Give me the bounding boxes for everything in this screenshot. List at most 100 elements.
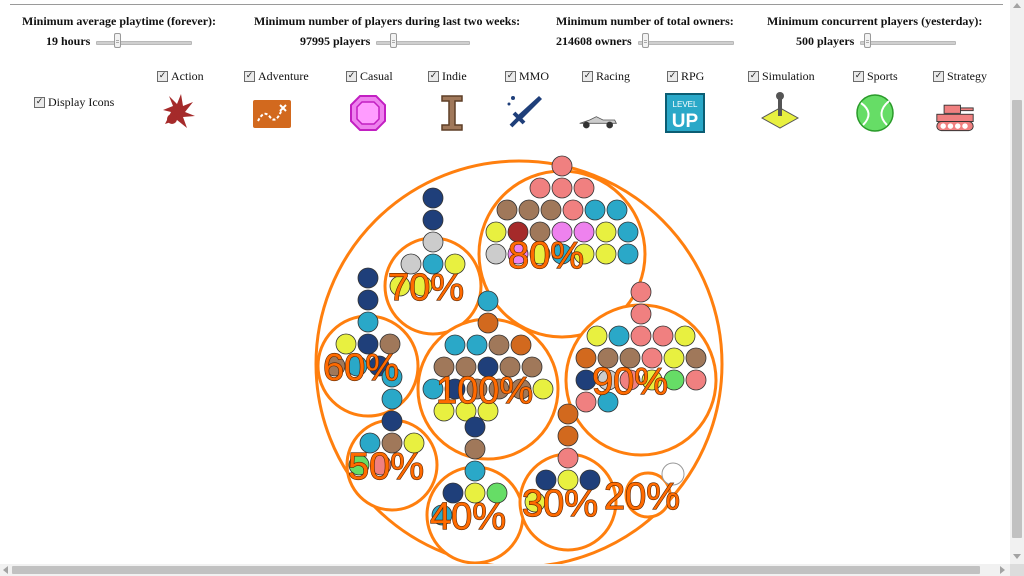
game-bubble[interactable]: [488, 378, 510, 400]
scroll-left-arrow-icon[interactable]: [3, 566, 8, 574]
recent-players-slider[interactable]: [376, 32, 471, 48]
game-bubble[interactable]: [586, 325, 608, 347]
game-bubble[interactable]: [551, 221, 573, 243]
game-bubble[interactable]: [641, 369, 663, 391]
empty-game-bubble[interactable]: [661, 462, 685, 486]
concurrent-slider[interactable]: [860, 32, 957, 48]
genre-checkbox-casual[interactable]: ✓Casual: [346, 69, 393, 83]
game-bubble[interactable]: [422, 378, 444, 400]
game-bubble[interactable]: [357, 267, 379, 289]
game-bubble[interactable]: [674, 325, 696, 347]
game-bubble[interactable]: [630, 303, 652, 325]
game-bubble[interactable]: [466, 334, 488, 356]
game-bubble[interactable]: [381, 432, 403, 454]
game-bubble[interactable]: [433, 400, 455, 422]
game-bubble[interactable]: [499, 356, 521, 378]
game-bubble[interactable]: [630, 325, 652, 347]
genre-checkbox-adventure[interactable]: ✓Adventure: [244, 69, 309, 83]
game-bubble[interactable]: [685, 347, 707, 369]
vertical-scroll-thumb[interactable]: [1012, 100, 1022, 538]
scroll-up-arrow-icon[interactable]: [1013, 3, 1021, 8]
game-bubble[interactable]: [433, 356, 455, 378]
game-bubble[interactable]: [477, 356, 499, 378]
game-bubble[interactable]: [524, 491, 546, 513]
game-bubble[interactable]: [652, 325, 674, 347]
game-bubble[interactable]: [617, 243, 639, 265]
game-bubble[interactable]: [573, 221, 595, 243]
game-bubble[interactable]: [442, 482, 464, 504]
playtime-slider-thumb[interactable]: [114, 32, 122, 48]
cluster-bubble[interactable]: [518, 403, 618, 552]
game-bubble[interactable]: [595, 243, 617, 265]
game-bubble[interactable]: [551, 155, 573, 177]
game-bubble[interactable]: [532, 378, 554, 400]
game-bubble[interactable]: [324, 355, 346, 377]
genre-checkbox-rpg[interactable]: ✓RPG: [667, 69, 705, 83]
game-bubble[interactable]: [557, 447, 579, 469]
horizontal-scroll-thumb[interactable]: [12, 566, 980, 574]
game-bubble[interactable]: [663, 369, 685, 391]
game-bubble[interactable]: [381, 388, 403, 410]
cluster-bubble[interactable]: [345, 366, 439, 512]
concurrent-slider-thumb[interactable]: [864, 32, 872, 48]
game-bubble[interactable]: [562, 199, 584, 221]
game-bubble[interactable]: [573, 243, 595, 265]
game-bubble[interactable]: [485, 221, 507, 243]
game-bubble[interactable]: [551, 243, 573, 265]
genre-checkbox-indie[interactable]: ✓Indie: [428, 69, 467, 83]
total-owners-slider[interactable]: [637, 32, 734, 48]
genre-checkbox-mmo[interactable]: ✓MMO: [505, 69, 550, 83]
game-bubble[interactable]: [521, 356, 543, 378]
cluster-bubble[interactable]: [425, 416, 525, 564]
game-bubble[interactable]: [422, 187, 444, 209]
game-bubble[interactable]: [551, 177, 573, 199]
game-bubble[interactable]: [557, 425, 579, 447]
game-bubble[interactable]: [422, 231, 444, 253]
genre-checkbox-sports[interactable]: ✓Sports: [853, 69, 898, 83]
game-bubble[interactable]: [357, 333, 379, 355]
game-bubble[interactable]: [579, 469, 601, 491]
game-bubble[interactable]: [335, 333, 357, 355]
game-bubble[interactable]: [619, 369, 641, 391]
game-bubble[interactable]: [389, 275, 411, 297]
display-icons-checkbox-box[interactable]: ✓: [34, 97, 45, 108]
cluster-bubble[interactable]: [383, 187, 483, 336]
game-bubble[interactable]: [575, 391, 597, 413]
game-bubble[interactable]: [431, 504, 453, 526]
total-owners-slider-thumb[interactable]: [641, 32, 649, 48]
game-bubble[interactable]: [455, 356, 477, 378]
game-bubble[interactable]: [444, 334, 466, 356]
game-bubble[interactable]: [507, 221, 529, 243]
genre-checkbox-simulation[interactable]: ✓Simulation: [748, 69, 815, 83]
game-bubble[interactable]: [403, 432, 425, 454]
game-bubble[interactable]: [641, 347, 663, 369]
game-bubble[interactable]: [557, 403, 579, 425]
game-bubble[interactable]: [573, 177, 595, 199]
cluster-bubble[interactable]: [564, 281, 718, 457]
game-bubble[interactable]: [575, 369, 597, 391]
game-bubble[interactable]: [400, 253, 422, 275]
game-bubble[interactable]: [357, 289, 379, 311]
game-bubble[interactable]: [529, 177, 551, 199]
game-bubble[interactable]: [477, 290, 499, 312]
game-bubble[interactable]: [488, 334, 510, 356]
game-bubble[interactable]: [529, 243, 551, 265]
game-bubble[interactable]: [597, 391, 619, 413]
game-bubble[interactable]: [381, 410, 403, 432]
game-bubble[interactable]: [346, 355, 368, 377]
game-bubble[interactable]: [617, 221, 639, 243]
scroll-down-arrow-icon[interactable]: [1013, 554, 1021, 559]
game-bubble[interactable]: [444, 253, 466, 275]
game-bubble[interactable]: [510, 378, 532, 400]
cluster-bubble[interactable]: [624, 471, 672, 519]
recent-players-slider-thumb[interactable]: [390, 32, 398, 48]
game-bubble[interactable]: [370, 454, 392, 476]
horizontal-scrollbar[interactable]: [0, 564, 1010, 576]
game-bubble[interactable]: [518, 199, 540, 221]
game-bubble[interactable]: [685, 369, 707, 391]
game-bubble[interactable]: [411, 275, 433, 297]
game-bubble[interactable]: [466, 378, 488, 400]
game-bubble[interactable]: [486, 482, 508, 504]
game-bubble[interactable]: [359, 432, 381, 454]
game-bubble[interactable]: [597, 369, 619, 391]
